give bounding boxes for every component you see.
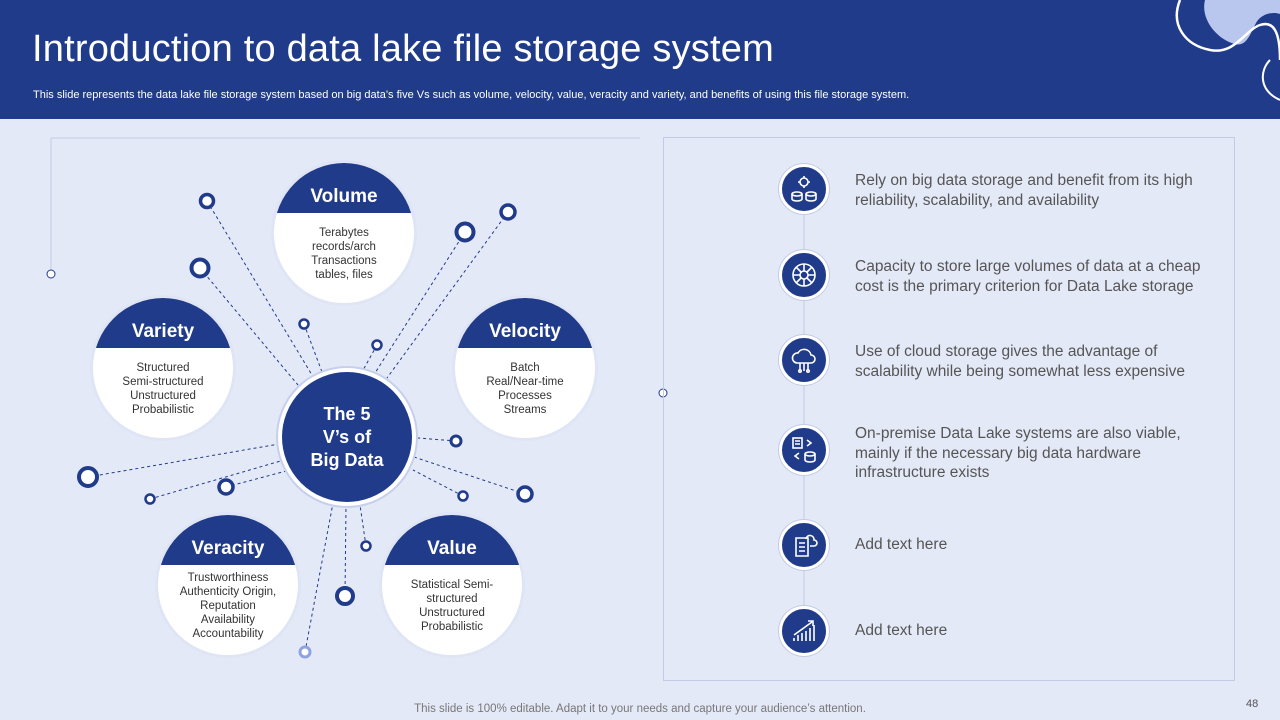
footer-note: This slide is 100% editable. Adapt it to… [414,703,866,715]
benefit-text: Capacity to store large volumes of data … [855,258,1201,295]
benefit-text: Use of cloud storage gives the advantage… [855,343,1185,380]
v-card-veracity: Veracity Trustworthiness Authenticity Or… [155,512,301,658]
benefits-panel [663,137,1235,681]
cloud-document-icon [779,520,829,570]
cloud-storage-icon [779,335,829,385]
data-capacity-icon [779,250,829,300]
v-card-body: Trustworthiness Authenticity Origin, Rep… [179,572,277,640]
v-card-body: Statistical Semi- structured Unstructure… [410,579,494,633]
growth-chart-icon [779,606,829,656]
v-card-title: Value [382,515,522,566]
v-card-title: Veracity [158,515,298,566]
benefit-text: Rely on big data storage and benefit fro… [855,172,1193,209]
v-card-title: Variety [93,298,233,349]
v-card-body: Batch Real/Near-time Processes Streams [486,362,564,416]
on-premise-database-icon [779,425,829,475]
dashed-connectors [87,200,526,653]
header-band: Introduction to data lake file storage s… [0,0,1280,119]
page-title: Introduction to data lake file storage s… [32,28,774,70]
v-card-title: Volume [274,163,414,214]
v-card-velocity: Velocity Batch Real/Near-time Processes … [452,295,598,441]
light-connector-node [298,645,312,659]
benefit-text: Add text here [855,536,948,553]
page-subtitle: This slide represents the data lake file… [33,89,910,101]
v-card-value: Value Statistical Semi- structured Unstr… [379,512,525,658]
decorative-wave [1175,0,1280,101]
connector-nodes [77,192,534,606]
v-card-body: Terabytes records/arch Transactions tabl… [311,227,377,281]
v-card-volume: Volume Terabytes records/arch Transactio… [271,160,417,306]
v-card-body: Structured Semi-structured Unstructured … [122,362,204,416]
data-storage-gear-icon [779,164,829,214]
center-hub: The 5 V’s of Big Data [278,368,416,506]
page-number: 48 [1246,698,1259,710]
v-card-title: Velocity [455,298,595,349]
benefit-text: Add text here [855,622,948,639]
center-hub-label: The 5 V’s of Big Data [310,403,384,470]
benefit-text: On-premise Data Lake systems are also vi… [855,425,1181,481]
v-card-variety: Variety Structured Semi-structured Unstr… [90,295,236,441]
frame-node [46,269,56,279]
